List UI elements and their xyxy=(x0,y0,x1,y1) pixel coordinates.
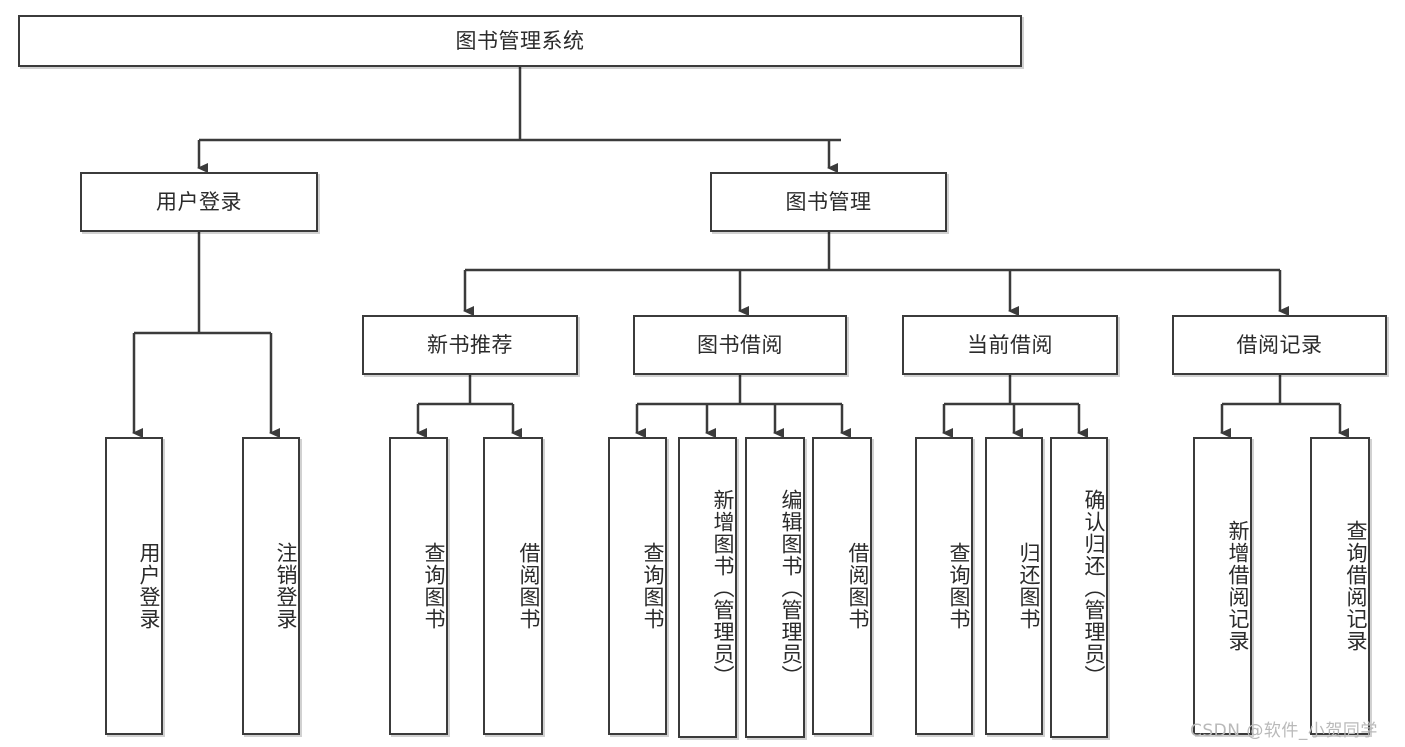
leaf-user-login[interactable]: 用户登录 xyxy=(105,437,163,735)
leaf-query-book-current[interactable]: 查询图书 xyxy=(915,437,973,735)
node-borrow-records[interactable]: 借阅记录 xyxy=(1172,315,1387,375)
node-root[interactable]: 图书管理系统 xyxy=(18,15,1022,67)
leaf-confirm-return-admin[interactable]: 确认归还（管理员） xyxy=(1050,437,1108,738)
node-book-borrow[interactable]: 图书借阅 xyxy=(633,315,847,375)
leaf-borrow-book-recommend[interactable]: 借阅图书 xyxy=(483,437,543,735)
leaf-borrow-book[interactable]: 借阅图书 xyxy=(812,437,872,735)
node-user-login[interactable]: 用户登录 xyxy=(80,172,318,232)
leaf-logout[interactable]: 注销登录 xyxy=(242,437,300,735)
leaf-query-book-recommend[interactable]: 查询图书 xyxy=(389,437,448,735)
leaf-edit-book-admin[interactable]: 编辑图书（管理员） xyxy=(745,437,805,738)
node-current-borrow[interactable]: 当前借阅 xyxy=(902,315,1118,375)
leaf-query-book-borrow[interactable]: 查询图书 xyxy=(608,437,667,735)
node-new-book-recommend[interactable]: 新书推荐 xyxy=(362,315,578,375)
leaf-add-book-admin[interactable]: 新增图书（管理员） xyxy=(678,437,737,738)
leaf-add-borrow-record[interactable]: 新增借阅记录 xyxy=(1193,437,1252,735)
node-book-management[interactable]: 图书管理 xyxy=(710,172,947,232)
leaf-query-borrow-record[interactable]: 查询借阅记录 xyxy=(1310,437,1370,735)
leaf-return-book[interactable]: 归还图书 xyxy=(985,437,1043,735)
csdn-watermark: CSDN @软件_小贺同学 xyxy=(1190,721,1378,741)
